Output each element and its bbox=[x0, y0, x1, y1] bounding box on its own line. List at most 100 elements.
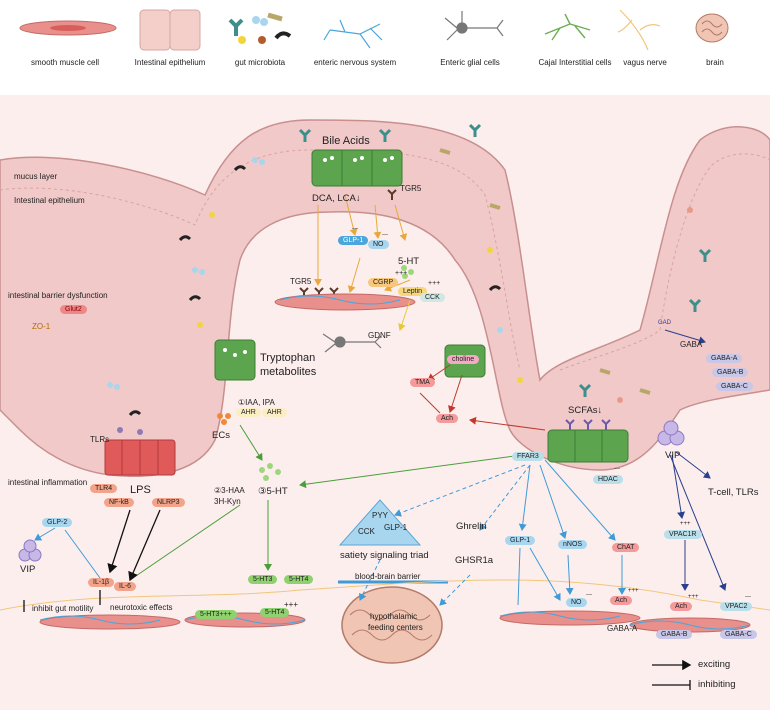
glial-cell-icon bbox=[322, 333, 382, 353]
tryptophan-cells bbox=[214, 339, 256, 381]
label-no-bile-sup: --- bbox=[382, 232, 388, 238]
label-cgrp: CGRP bbox=[368, 278, 399, 287]
label-ach-vip: Ach bbox=[670, 602, 693, 611]
vagus-nerve-line bbox=[0, 579, 770, 611]
label-pyy: PYY bbox=[372, 511, 389, 520]
inflamed-epithelium bbox=[104, 427, 176, 476]
arrow-bile-no bbox=[373, 204, 382, 239]
label-glp1-bile: GLP-1 bbox=[338, 236, 369, 245]
arrow-scfa-ach bbox=[469, 416, 546, 431]
ens-icon bbox=[323, 19, 383, 49]
arrow-bile-glp1 bbox=[344, 194, 358, 236]
label-gaba-a: GABA-A bbox=[706, 354, 743, 363]
label-vpac2-sup: --- bbox=[745, 594, 751, 600]
label-5ht4-muscle: 5-HT4 bbox=[260, 608, 290, 617]
vip-cluster-right bbox=[657, 420, 685, 446]
label-vip-right: VIP bbox=[665, 450, 681, 461]
label-gaba: GABA bbox=[680, 340, 703, 349]
label-glp1-bile-sup: --- bbox=[352, 226, 358, 232]
label-gaba-b: GABA-B bbox=[712, 368, 749, 377]
brain-icon-legend bbox=[695, 13, 729, 43]
smooth-muscle-nucleus-icon bbox=[50, 25, 86, 31]
arrow-ffar3-5ht bbox=[299, 454, 523, 489]
gut-wall bbox=[0, 119, 770, 477]
label-mucus-layer: mucus layer bbox=[14, 172, 58, 181]
label-tlrs: TLRs bbox=[90, 435, 110, 444]
label-intestinal-epithelium: Intestinal epithelium bbox=[14, 196, 85, 205]
label-nnos: nNOS bbox=[558, 540, 588, 549]
arrow-vip-vpac2 bbox=[669, 454, 727, 591]
label-ahr-2: AHR bbox=[262, 408, 287, 417]
key-inhibiting-label: inhibiting bbox=[698, 679, 736, 690]
ecs-dots bbox=[217, 413, 231, 425]
label-vip-left: VIP bbox=[20, 564, 36, 575]
inhibit-tma-ach bbox=[419, 392, 441, 414]
vagus-icon bbox=[617, 9, 661, 51]
label-hypo-2: feeding centers bbox=[368, 623, 423, 632]
label-ghsr: GHSR1a bbox=[455, 555, 494, 566]
label-gdnf: GDNF bbox=[368, 331, 391, 340]
arrow-choline-ach bbox=[448, 374, 463, 413]
label-haa-1: ②3-HAA bbox=[214, 486, 245, 495]
label-ffar3: FFAR3 bbox=[512, 452, 544, 461]
label-5ht-bile: 5-HT bbox=[398, 256, 420, 267]
label-tryptophan-1: Tryptophan bbox=[260, 352, 316, 364]
legend-cajal: Cajal Interstitial cells bbox=[538, 58, 612, 67]
epithelium-icon bbox=[139, 9, 201, 51]
arrow-tgr5-5ht bbox=[394, 204, 408, 241]
label-no-bile: NO bbox=[368, 240, 389, 249]
legend-vagus: vagus nerve bbox=[623, 58, 667, 67]
label-gaba-a-muscle: GABA-A bbox=[607, 624, 638, 633]
microbiota-icon bbox=[228, 12, 292, 44]
label-inflammation: intestinal inflammation bbox=[8, 478, 88, 487]
scfa-cells bbox=[547, 429, 629, 463]
label-satiety: satiety signaling triad bbox=[340, 550, 429, 561]
muscle-layer-bile bbox=[274, 293, 416, 311]
arrow-leptin-gdnf bbox=[398, 299, 411, 331]
arrow-nlrp3-il6 bbox=[128, 509, 161, 582]
microbiota-cloud bbox=[107, 123, 712, 417]
legend-microbiota: gut microbiota bbox=[234, 58, 286, 67]
label-gaba-c: GABA-C bbox=[716, 382, 753, 391]
label-5ht4: 5-HT4 bbox=[284, 575, 314, 584]
label-nlrp3: NLRP3 bbox=[152, 498, 185, 507]
vip-cluster-left bbox=[18, 539, 42, 562]
label-glp1-right: GLP-1 bbox=[505, 536, 536, 545]
key-exciting-label: exciting bbox=[698, 659, 731, 670]
label-chat: ChAT bbox=[612, 543, 640, 552]
label-hypo-1: hypothalamic bbox=[370, 612, 418, 621]
arrow-ecs-5ht bbox=[239, 424, 263, 461]
ffar3-receptor-icon bbox=[565, 419, 611, 430]
label-iaa: ①IAA, IPA bbox=[238, 398, 275, 407]
label-bbb: blood-brain barrier bbox=[355, 572, 421, 581]
label-glp2: GLP-2 bbox=[42, 518, 73, 527]
label-ach-right-sup: +++ bbox=[628, 588, 639, 594]
brain-icon bbox=[341, 586, 443, 664]
label-ghrelin: Ghrelin bbox=[456, 521, 487, 532]
arrow-nnos-no bbox=[565, 554, 574, 595]
label-leptin: Leptin bbox=[398, 287, 428, 296]
label-tma: TMA bbox=[410, 378, 435, 387]
label-ach-center: Ach bbox=[436, 414, 459, 423]
label-leptin-sup: +++ bbox=[428, 280, 441, 287]
legend-smooth-muscle: smooth muscle cell bbox=[30, 58, 100, 67]
arrow-5ht-cgrp bbox=[384, 279, 411, 292]
label-il1b: IL-1β bbox=[88, 578, 115, 587]
arrow-gad-gaba bbox=[664, 329, 706, 345]
label-gaba-b-muscle: GABA-B bbox=[656, 630, 693, 639]
arrow-ghsr-brain bbox=[439, 574, 471, 606]
label-haa-2: 3H-Kyn bbox=[214, 497, 241, 506]
label-nfkb: NF-kB bbox=[104, 498, 134, 507]
label-ach-right: Ach bbox=[610, 596, 633, 605]
arrow-choline-tma bbox=[427, 364, 451, 381]
arrow-glp1-muscle bbox=[347, 257, 361, 293]
arrow-vip-vpac1r bbox=[671, 454, 686, 519]
label-cck-center: CCK bbox=[358, 527, 375, 536]
arrow-satiety-brain bbox=[359, 559, 381, 601]
legend-brain: brain bbox=[706, 58, 724, 67]
label-choline: choline bbox=[447, 355, 480, 364]
label-gad: GAD bbox=[658, 320, 672, 326]
label-5ht3: 5-HT3 bbox=[248, 575, 278, 584]
label-zo1: ZO-1 bbox=[32, 322, 51, 331]
bile-acid-cells bbox=[311, 149, 403, 187]
